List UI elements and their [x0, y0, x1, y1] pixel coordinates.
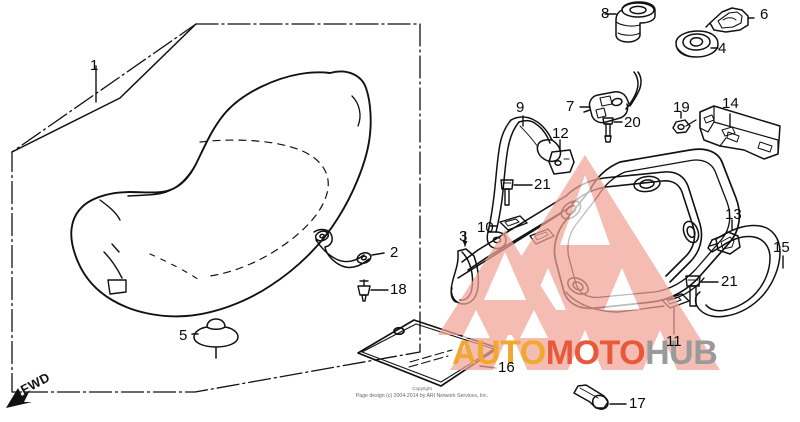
callout-4[interactable]: 4: [718, 40, 727, 57]
watermark-brand-text: AUTOMOTOHUB: [452, 334, 718, 372]
part-5-grommet: [191, 318, 239, 359]
callout-21-left[interactable]: 21: [534, 176, 551, 193]
callout-5[interactable]: 5: [179, 327, 188, 344]
cowl-left-spine: [457, 195, 573, 279]
seat-stitch-line: [199, 139, 329, 277]
seat-hump-detail: [351, 95, 361, 127]
cowl-grab-tube: [565, 171, 703, 283]
seat-stitch-line-2: [149, 253, 203, 283]
part-3-bracket: [450, 248, 480, 305]
callout-14[interactable]: 14: [722, 95, 739, 112]
part-19-screw: [672, 119, 697, 134]
callout-7[interactable]: 7: [566, 98, 575, 115]
seat-group-boundary: [11, 23, 421, 393]
callout-10[interactable]: 10: [477, 219, 494, 236]
cowl-tube-eyelet-d: [567, 277, 589, 295]
seat-nose-detail: [99, 199, 123, 279]
copyright-notice: Copyright Page design (c) 2004-2014 by A…: [312, 386, 532, 401]
callout-20[interactable]: 20: [624, 114, 641, 131]
part-4-lock-plate: [675, 30, 719, 58]
watermark-brand-moto: MOTO: [545, 334, 646, 372]
callout-17[interactable]: 17: [629, 395, 646, 412]
part-7-lock-assembly: [583, 71, 642, 124]
copyright-line-main: Page design (c) 2004-2014 by ARI Network…: [355, 392, 489, 399]
part-16-panel-label-line: [408, 349, 453, 368]
callout-16[interactable]: 16: [498, 359, 515, 376]
callout-1[interactable]: 1: [90, 57, 99, 74]
copyright-line-top: Copyright: [412, 386, 432, 391]
seat-group-boundary-solid: [11, 23, 197, 153]
callout-21-right[interactable]: 21: [721, 273, 738, 290]
callout-9[interactable]: 9: [516, 99, 525, 116]
callout-2[interactable]: 2: [390, 244, 399, 261]
callout-11[interactable]: 11: [666, 333, 682, 350]
watermark-brand-auto: AUTO: [452, 334, 546, 372]
part-8-lock-cylinder: [615, 1, 656, 43]
part-17-flange-bolt: [573, 384, 627, 410]
callout-18[interactable]: 18: [390, 281, 407, 298]
part-18-bolt: [357, 279, 389, 302]
callout-13[interactable]: 13: [725, 206, 742, 223]
seat-contour-crease: [127, 163, 197, 197]
part-20-screw: [602, 117, 623, 143]
callout-15[interactable]: 15: [773, 239, 790, 256]
seat-base-tab: [107, 279, 127, 295]
fwd-orientation-marker: FWD: [2, 369, 62, 416]
part-2-strap: [313, 228, 385, 269]
part-14-tray-bracket: [699, 105, 781, 160]
seat-assembly-outline: [70, 70, 372, 318]
part-6-catch-hook: [705, 7, 749, 33]
part-21-bolt-left: [500, 179, 533, 206]
callout-19[interactable]: 19: [673, 99, 690, 116]
cowl-tube-eyelet-b: [682, 220, 700, 244]
part-11-clip: [661, 293, 690, 309]
callout-8[interactable]: 8: [601, 5, 610, 22]
part-15-grab-rail: [694, 224, 781, 318]
callout-12[interactable]: 12: [552, 125, 569, 142]
fwd-arrow-icon: [6, 388, 32, 408]
callout-6[interactable]: 6: [760, 6, 769, 23]
callout-3[interactable]: 3: [459, 228, 468, 245]
watermark-brand-hub: HUB: [645, 334, 718, 372]
